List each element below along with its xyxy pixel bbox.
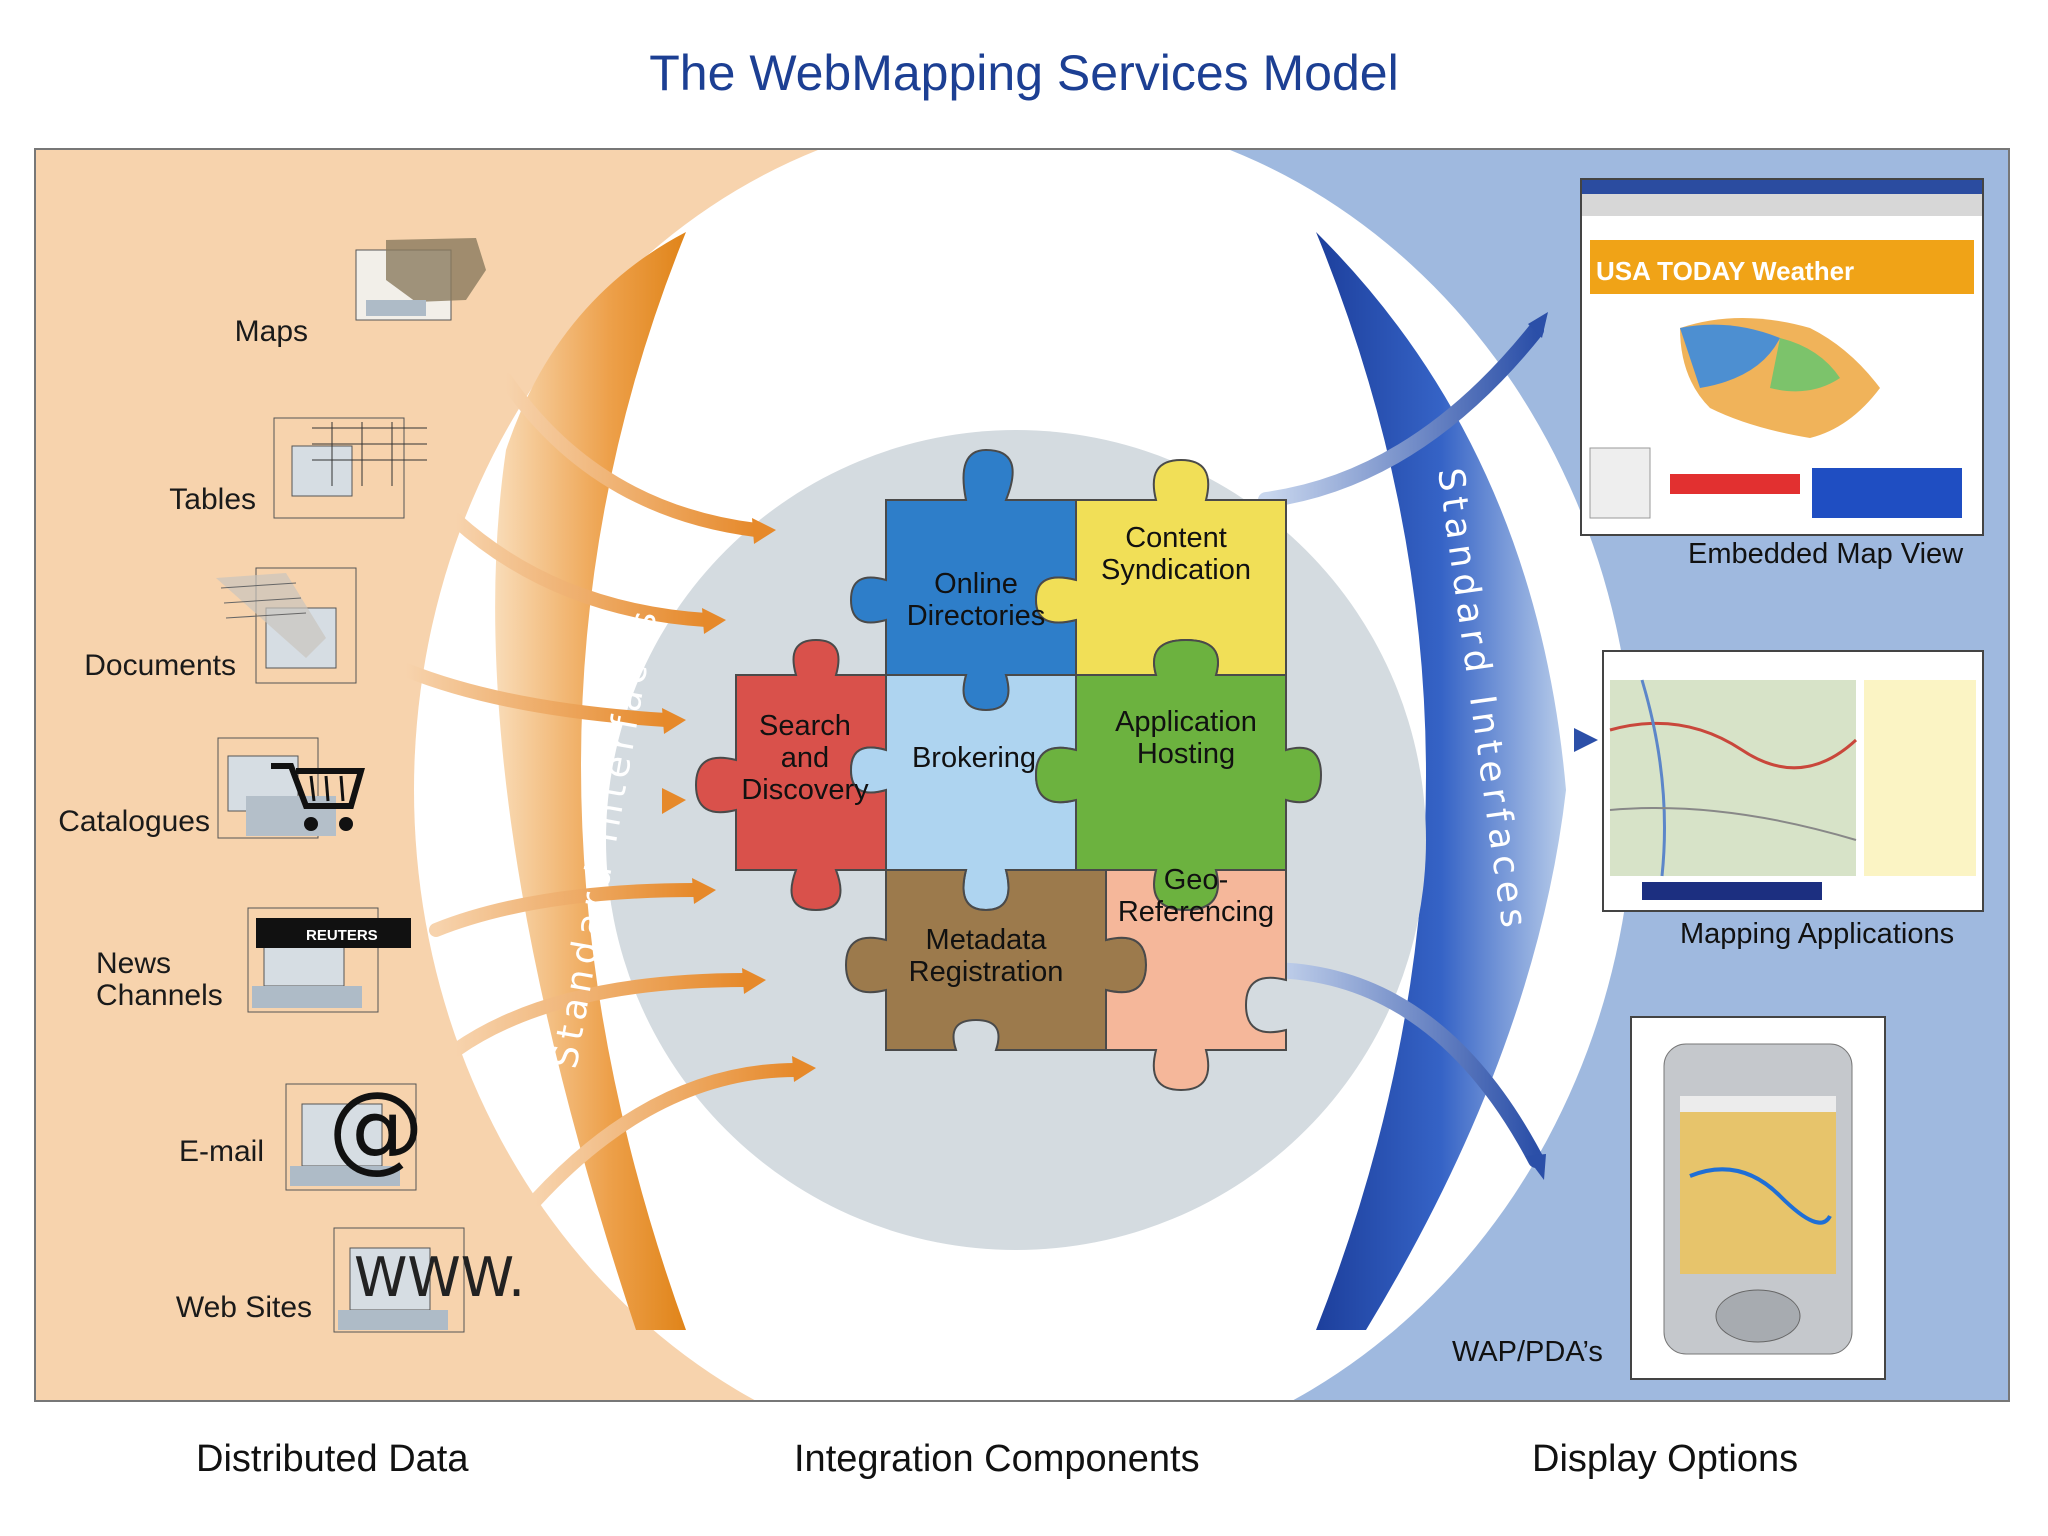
source-label-maps: Maps [234, 315, 308, 348]
display-label-wap-pda: WAP/PDA’s [1452, 1336, 1603, 1368]
component-label-geo-referencing: Geo- Referencing [1117, 864, 1275, 928]
incoming-arrows [389, 373, 803, 1207]
svg-text:REUTERS: REUTERS [306, 927, 378, 944]
puzzle [694, 448, 1323, 1092]
column-label-integration-components: Integration Components [794, 1438, 1200, 1480]
column-label-display-options: Display Options [1532, 1438, 1799, 1480]
svg-text:USA TODAY Weather: USA TODAY Weather [1596, 256, 1854, 286]
source-label-tables: Tables [169, 483, 256, 516]
www-icon: WWW. [332, 1226, 532, 1336]
page-title: The WebMapping Services Model [649, 45, 1399, 101]
component-label-application-hosting: Application Hosting [1115, 706, 1257, 770]
incoming-arrowheads [662, 518, 816, 1082]
table-grid-icon [272, 416, 432, 522]
reuters-icon: REUTERS [246, 906, 416, 1016]
outgoing-arrowheads [1526, 312, 1598, 1180]
mapping-app-icon [1602, 650, 1984, 912]
component-label-search-discovery: Search and Discovery [741, 710, 869, 806]
at-sign-icon: @ [284, 1071, 434, 1194]
puzzle-piece-search-discovery [694, 638, 887, 912]
source-label-web-sites: Web Sites [175, 1291, 312, 1324]
us-map-icon [346, 230, 496, 340]
source-label-news-channels: News Channels [96, 947, 223, 1012]
component-label-online-directories: Online Directories [906, 568, 1046, 632]
outgoing-arrows [1258, 322, 1584, 1168]
puzzle-piece-geo-referencing [1105, 869, 1287, 1092]
pda-icon [1630, 1016, 1886, 1380]
svg-text:@: @ [328, 1082, 424, 1183]
shopping-cart-icon [216, 736, 376, 846]
column-label-distributed-data: Distributed Data [196, 1438, 469, 1480]
weather-webpage-icon: USA TODAY Weather [1580, 178, 1984, 536]
left-interface-band [495, 232, 686, 1330]
display-label-mapping-applications: Mapping Applications [1680, 918, 1955, 950]
documents-icon [206, 558, 376, 688]
component-label-content-syndication: Content Syndication [1101, 522, 1251, 586]
display-label-embedded-map-view: Embedded Map View [1688, 538, 1964, 570]
right-interface-band [1316, 232, 1566, 1330]
source-label-catalogues: Catalogues [58, 805, 210, 838]
component-label-brokering: Brokering [911, 742, 1037, 774]
source-label-documents: Documents [84, 649, 236, 682]
svg-text:WWW.: WWW. [354, 1246, 525, 1309]
source-label-email: E-mail [178, 1135, 264, 1168]
diagram-frame: Standard Interfaces Standard Interfaces [34, 148, 2010, 1402]
component-label-metadata-registration: Metadata Registration [908, 924, 1064, 988]
